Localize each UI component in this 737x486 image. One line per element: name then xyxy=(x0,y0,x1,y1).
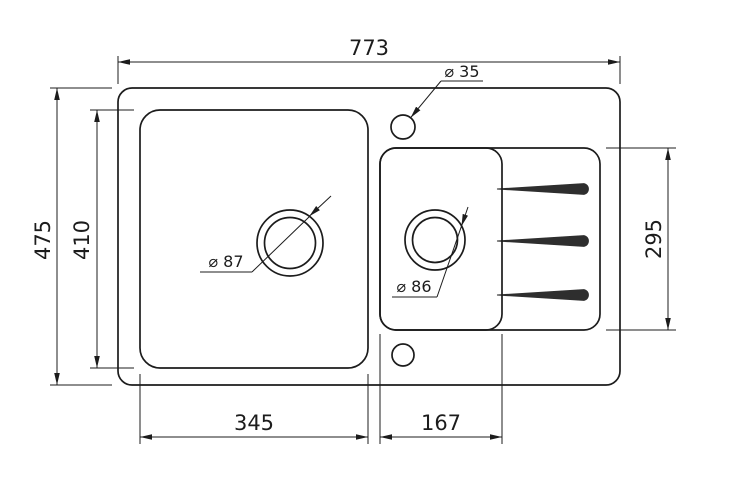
leader-line xyxy=(436,225,462,298)
main-drain-outer-circle xyxy=(256,209,324,277)
bottom-hole-circle xyxy=(391,343,415,367)
dim-small-bowl-width-label: 167 xyxy=(421,411,461,435)
main-bowl xyxy=(139,109,369,369)
small-drain-diameter-label: ⌀ 86 xyxy=(396,277,431,296)
callout-tap-hole: ⌀ 35 xyxy=(410,62,483,119)
dim-main-bowl-width: 345 xyxy=(139,374,369,444)
tap-hole-diameter-label: ⌀ 35 xyxy=(444,62,479,81)
leader-arrow-segment xyxy=(461,206,469,227)
callout-small-drain: ⌀ 86 xyxy=(392,206,469,298)
dim-overall-width-label: 773 xyxy=(349,36,389,60)
sink-outer-edge xyxy=(117,87,621,386)
small-drain-outer-circle xyxy=(404,209,466,271)
dim-drainer-height-label: 295 xyxy=(642,219,666,259)
main-drain-diameter-label: ⌀ 87 xyxy=(208,252,243,271)
drainer-groove xyxy=(496,289,589,301)
leader-line xyxy=(410,80,442,119)
main-drain-inner-circle xyxy=(263,216,317,270)
leader-arrow-segment xyxy=(308,195,332,217)
bottom-hole xyxy=(391,343,415,367)
dim-overall-height-label: 475 xyxy=(31,220,55,260)
dim-overall-width: 773 xyxy=(117,36,621,84)
tap-hole-circle xyxy=(390,114,416,140)
dim-bowl-height: 410 xyxy=(70,109,134,369)
dim-bowl-height-label: 410 xyxy=(70,220,94,260)
small-bowl-edge xyxy=(379,147,503,331)
callout-main-drain: ⌀ 87 xyxy=(200,195,332,273)
leader-line xyxy=(251,216,310,273)
drainer-groove xyxy=(496,183,589,195)
dim-main-bowl-width-label: 345 xyxy=(234,411,274,435)
dim-overall-height: 475 xyxy=(31,87,112,386)
tap-hole xyxy=(390,114,416,140)
main-bowl-edge xyxy=(139,109,369,369)
sink-outline xyxy=(117,87,621,386)
dim-drainer-height: 295 xyxy=(606,147,676,331)
small-bowl xyxy=(379,147,503,331)
small-drain-inner-circle xyxy=(411,216,459,264)
drainer-groove xyxy=(496,235,589,247)
dim-small-bowl-width: 167 xyxy=(379,334,503,444)
